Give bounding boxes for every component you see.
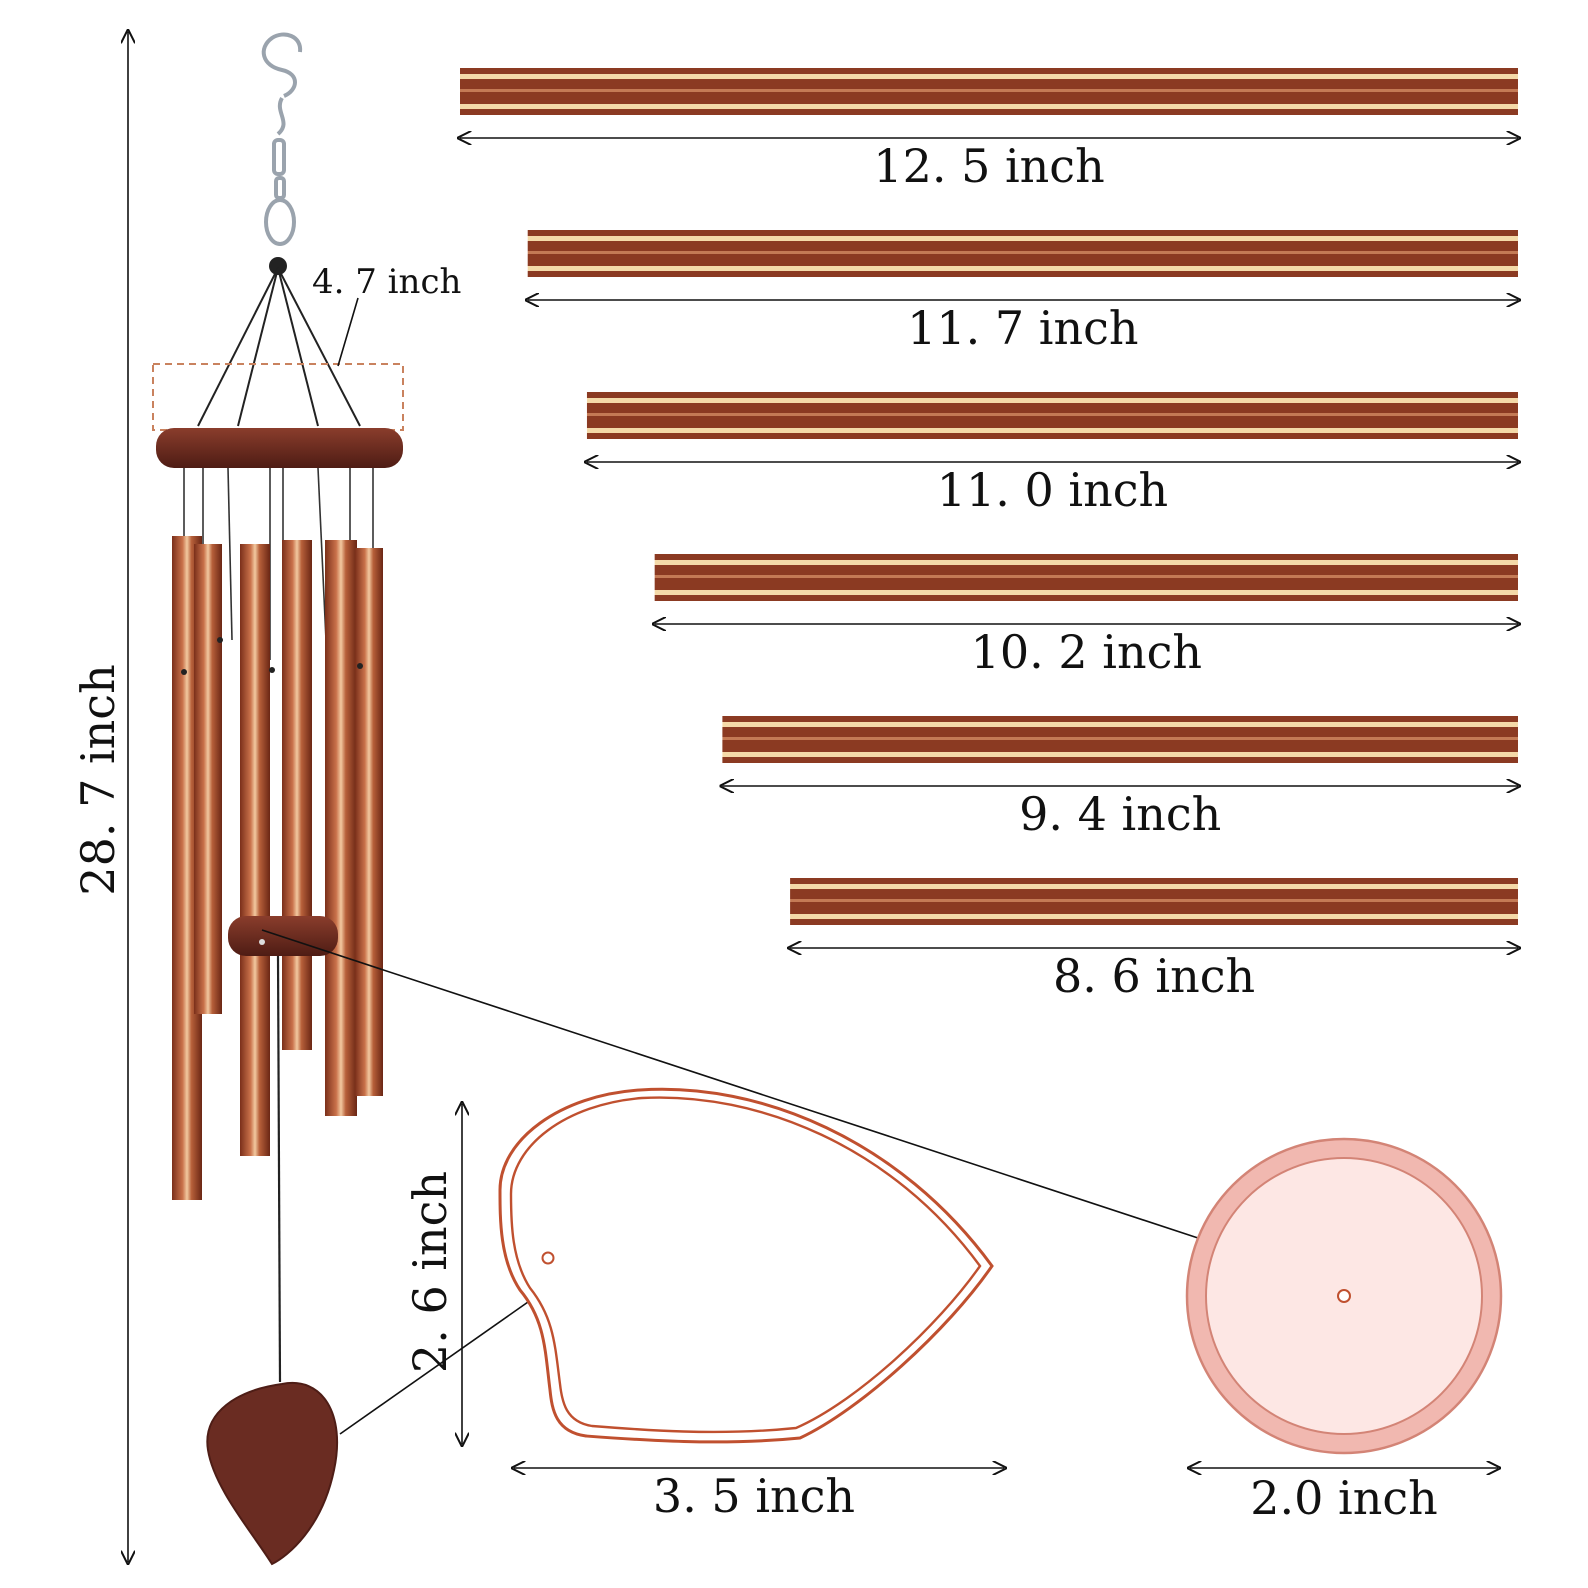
tube-length-label: 12. 5 inch bbox=[873, 139, 1104, 193]
sail-height-label: 2. 6 inch bbox=[403, 1171, 457, 1373]
sail-outline-inner bbox=[509, 1096, 982, 1434]
overall-height-dimension: 28. 7 inch bbox=[71, 32, 128, 1562]
sail-callout-line bbox=[339, 1301, 529, 1435]
top-ring-label: 4. 7 inch bbox=[312, 262, 461, 302]
knot-bead bbox=[269, 257, 287, 275]
tube-length-label: 9. 4 inch bbox=[1019, 787, 1221, 841]
sail-outline bbox=[498, 1087, 994, 1444]
tube-length-label: 11. 0 inch bbox=[937, 463, 1168, 517]
top-wood-ring bbox=[156, 428, 403, 468]
striker-center-hole bbox=[1337, 1289, 1351, 1303]
tube-bar bbox=[586, 392, 1518, 439]
chime-tube bbox=[325, 540, 357, 1116]
tube-bar bbox=[460, 68, 1518, 115]
top-ring-highlight bbox=[152, 363, 404, 431]
tube-dimension-list: 12. 5 inch 11. 7 inch 11. 0 inch 10. 2 inch… bbox=[460, 68, 1518, 1003]
wind-chime-illustration: 4. 7 inch bbox=[152, 32, 461, 1566]
wind-sail bbox=[206, 1381, 339, 1566]
sail-cord bbox=[276, 955, 282, 1383]
tube-bar bbox=[722, 716, 1518, 763]
striker-width-label: 2.0 inch bbox=[1250, 1471, 1438, 1525]
overall-height-label: 28. 7 inch bbox=[71, 664, 125, 895]
striker-callout-line bbox=[261, 929, 1199, 1239]
hook-icon bbox=[261, 32, 303, 246]
sail-hole bbox=[541, 1251, 555, 1265]
tube-bar bbox=[654, 554, 1518, 601]
suspension-strings bbox=[197, 267, 361, 427]
sail-detail: 2. 6 inch 3. 5 inch bbox=[403, 1087, 1004, 1523]
chime-tube bbox=[355, 548, 383, 1096]
tube-holes bbox=[181, 637, 363, 675]
striker-detail: 2.0 inch bbox=[1185, 1137, 1503, 1525]
tube-length-label: 11. 7 inch bbox=[907, 301, 1138, 355]
tube-bar bbox=[527, 230, 1518, 277]
tube-length-label: 8. 6 inch bbox=[1053, 949, 1255, 1003]
striker-disc-hole bbox=[259, 939, 265, 945]
chime-tube bbox=[240, 544, 270, 1156]
tube-row: 11. 0 inch bbox=[587, 392, 1518, 517]
tube-row: 11. 7 inch bbox=[528, 230, 1518, 355]
top-ring-leader bbox=[337, 297, 359, 367]
tube-row: 8. 6 inch bbox=[790, 878, 1518, 1003]
chime-tube bbox=[282, 540, 312, 1050]
chime-tubes bbox=[172, 536, 383, 1200]
tube-row: 10. 2 inch bbox=[655, 554, 1518, 679]
chime-tube bbox=[194, 544, 222, 1014]
tube-bar bbox=[790, 878, 1518, 925]
tube-length-label: 10. 2 inch bbox=[971, 625, 1202, 679]
sail-width-label: 3. 5 inch bbox=[653, 1469, 855, 1523]
tube-row: 9. 4 inch bbox=[722, 716, 1518, 841]
tube-row: 12. 5 inch bbox=[460, 68, 1518, 193]
